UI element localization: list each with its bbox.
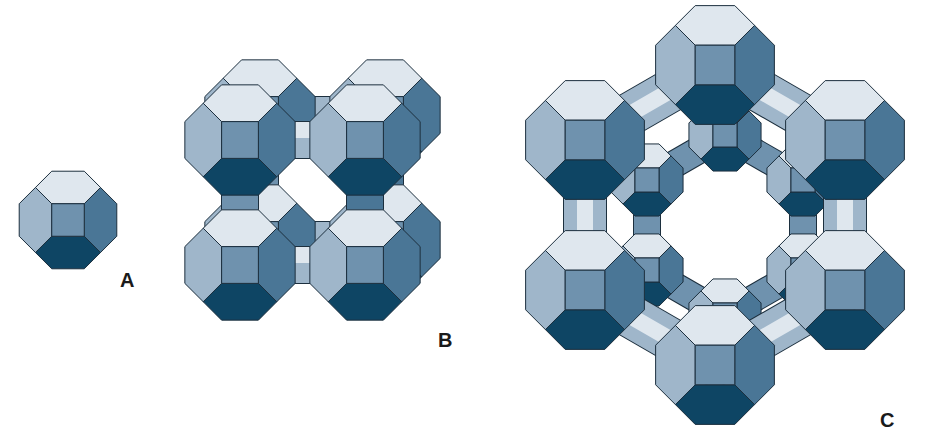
sodalite-cage: [656, 6, 775, 125]
sodalite-cage: [185, 210, 295, 320]
sodalite-cage: [786, 81, 905, 200]
figure-letter: A: [120, 270, 134, 290]
sodalite-cage: [185, 85, 295, 195]
sodalite-cage: [526, 81, 645, 200]
figure-letter: B: [438, 330, 452, 350]
sodalite-cage: [19, 171, 117, 269]
sodalite-cage: [310, 210, 420, 320]
sodalite-cage: [526, 231, 645, 350]
sodalite-cage: [310, 85, 420, 195]
figure-letter: C: [880, 410, 894, 430]
sodalite-cage: [656, 306, 775, 425]
sodalite-cage: [786, 231, 905, 350]
